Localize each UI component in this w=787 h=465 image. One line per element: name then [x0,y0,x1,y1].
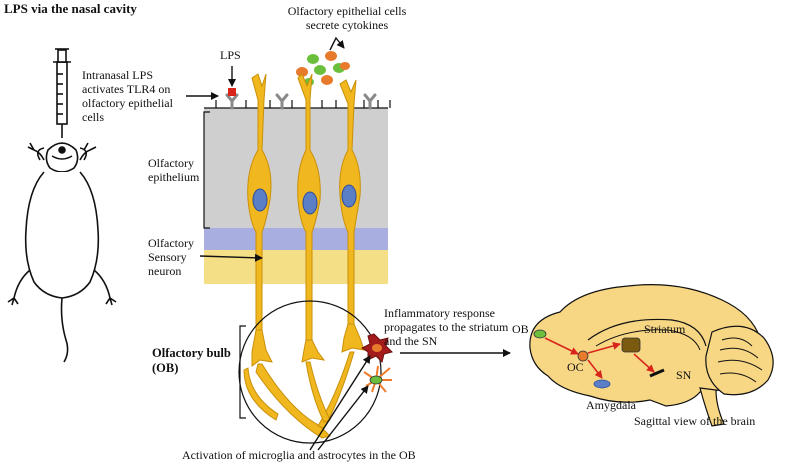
corpus-callosum [587,318,707,347]
cytokine-arrow [329,36,345,51]
tlr4-receptors [225,93,377,110]
inflam-label-1: Inflammatory response [384,306,495,320]
intranasal-label-4: cells [82,110,104,124]
brainstem [699,387,725,427]
axon-terminals [243,323,365,439]
neuron-nuclei [252,184,357,215]
olfactory-bulb-circle [238,300,382,444]
ob-dot [533,329,547,339]
microglia-arrow [309,355,371,451]
striatum-region [621,337,641,353]
annotation-arrows [186,36,511,451]
astrocyte-arrow [317,385,369,451]
brain-label-amygdala: Amygdala [586,398,636,412]
amygdala-region [593,379,611,389]
inflam-label-3: and the SN [384,334,438,348]
neuron-label-2: Sensory [148,250,187,264]
intranasal-label-1: Intranasal LPS [82,68,153,82]
cerebellum-folds [717,337,763,383]
epithelium-label-1: Olfactory [148,156,194,170]
microglia-cell [361,333,393,363]
activation-label: Activation of microglia and astrocytes i… [182,448,416,462]
cytokines [296,51,350,86]
brain-caption: Sagittal view of the brain [634,414,756,428]
basal-band [204,228,388,250]
lps-molecule [228,88,236,96]
sagittal-brain [529,284,774,427]
epithelium-label-2: epithelium [148,170,200,184]
bulb-label-2: (OB) [152,361,179,375]
mouse-head [45,142,79,173]
cytokine-label-1: Olfactory epithelial cells [287,4,407,18]
bulb-label-1: Olfactory bulb [152,346,231,360]
brain-label-oc: OC [567,360,584,374]
neuron-label-1: Olfactory [148,236,194,250]
brain-label-ob: OB [512,322,529,336]
mouse-illustration [7,48,117,363]
sn-region [649,368,665,378]
oc-dot [577,350,589,362]
neuron-label-3: neuron [148,264,182,278]
intranasal-label-3: olfactory epithelial [82,96,173,110]
brain-red-arrows [544,337,655,379]
epithelium-bracket [203,111,210,229]
cytokine-label-2: secrete cytokines [305,18,389,32]
lamina-band [204,250,388,284]
lps-label: LPS [220,48,241,62]
inflam-label-2: propagates to the striatum [384,320,509,334]
cilia-surface [204,100,391,109]
brain-label-sn: SN [676,368,692,382]
brain-label-striatum: Striatum [644,322,686,336]
bulb-bracket [239,325,246,419]
astrocyte-cell [363,365,392,393]
olfactory-epithelium [204,108,388,228]
neuron-arrow [199,253,263,262]
intranasal-label-2: activates TLR4 on [82,82,171,96]
figure-title: LPS via the nasal cavity [4,1,137,16]
mouse-body [24,171,100,299]
